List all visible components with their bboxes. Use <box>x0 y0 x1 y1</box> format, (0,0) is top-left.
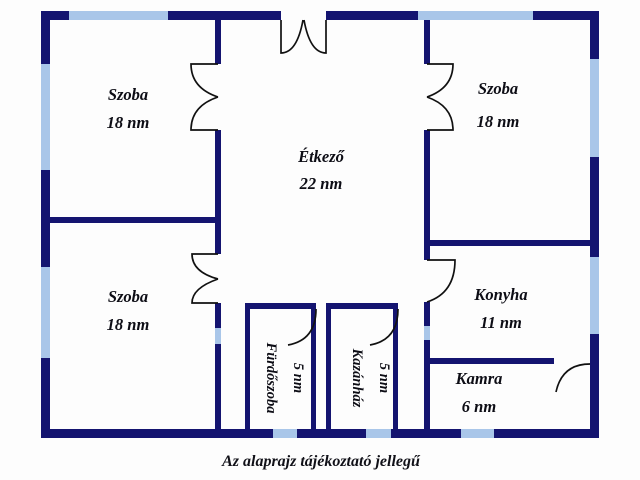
wall-left-seg-3 <box>41 358 50 438</box>
wall-interior-left-vert-mid <box>215 130 221 217</box>
wall-top-seg-2 <box>168 11 281 20</box>
room-area-kazanhaz: 5 nm <box>376 363 392 393</box>
door-swings <box>190 19 591 393</box>
exterior-walls <box>41 11 599 438</box>
wall-furdoszoba-top <box>245 303 316 309</box>
door-konyha <box>426 259 456 303</box>
wall-interior-right-vert-top <box>424 20 430 64</box>
plan-caption: Az alaprajz tájékoztató jellegű <box>221 453 421 470</box>
wall-kazanhaz-right <box>393 309 398 429</box>
wall-furdoszoba-right <box>311 309 316 429</box>
wall-bottom-seg-3 <box>391 429 461 438</box>
door-szoba-bl-bottom <box>191 278 219 304</box>
wall-left-seg-1 <box>41 11 50 64</box>
room-label-furdoszoba: Fürdőszoba <box>263 342 279 414</box>
wall-bottom-seg-1 <box>41 429 273 438</box>
door-szoba-tr-top <box>426 63 454 98</box>
window-left-2 <box>41 267 50 358</box>
wall-top-seg-3 <box>326 11 418 20</box>
room-area-konyha: 11 nm <box>480 313 522 332</box>
room-area-furdoszoba: 5 nm <box>290 363 306 393</box>
window-bottom-1 <box>273 429 297 438</box>
wall-interior-horiz-left <box>45 217 221 223</box>
door-szoba-tl-top <box>190 63 219 98</box>
door-szoba-tl-bottom <box>190 96 219 131</box>
room-label-etkezo: Étkező <box>297 147 346 166</box>
room-label-szoba-top-right: Szoba <box>478 79 518 98</box>
wall-top-seg-4 <box>533 11 599 20</box>
room-label-kamra: Kamra <box>455 369 503 388</box>
room-labels: Szoba 18 nm Szoba 18 nm Étkező 22 nm Szo… <box>107 79 528 416</box>
door-furdoszoba <box>287 308 317 346</box>
window-bottom-2 <box>366 429 391 438</box>
room-area-szoba-top-right: 18 nm <box>477 112 520 131</box>
room-label-konyha: Konyha <box>473 285 527 304</box>
wall-interior-left-vert-top <box>215 20 221 64</box>
room-label-szoba-bottom-left: Szoba <box>108 287 148 306</box>
window-bottom-3 <box>461 429 494 438</box>
window-top-1 <box>69 11 168 20</box>
window-left-1 <box>41 64 50 170</box>
window-right-1 <box>590 59 599 157</box>
room-label-szoba-top-left: Szoba <box>108 85 148 104</box>
room-area-etkezo: 22 nm <box>299 174 343 193</box>
wall-kazanhaz-left <box>326 309 331 429</box>
wall-right-seg-3 <box>590 334 599 438</box>
interior-walls <box>45 20 596 429</box>
wall-furdoszoba-left <box>245 303 250 429</box>
wall-interior-right-vert-low1 <box>424 246 430 260</box>
door-entrance-left <box>280 19 304 54</box>
wall-right-seg-2 <box>590 157 599 257</box>
room-area-szoba-bottom-left: 18 nm <box>107 315 150 334</box>
room-area-kamra: 6 nm <box>462 397 497 416</box>
wall-interior-left-vert-low1 <box>215 223 221 254</box>
wall-interior-left-vert-low2 <box>215 303 221 328</box>
wall-bottom-seg-4 <box>494 429 599 438</box>
door-entrance-right <box>303 19 327 54</box>
wall-bottom-seg-2 <box>297 429 366 438</box>
door-kazanhaz <box>369 308 399 346</box>
room-area-szoba-top-left: 18 nm <box>107 113 150 132</box>
window-right-2 <box>590 257 599 334</box>
wall-interior-konyha-kamra <box>430 358 554 364</box>
wall-interior-right-vert-low2 <box>424 302 430 326</box>
window-top-2 <box>418 11 533 20</box>
wall-interior-left-vert-low3 <box>215 344 221 429</box>
window-interior-left-low <box>215 328 221 344</box>
door-szoba-bl-top <box>191 253 219 280</box>
window-interior-right-low <box>424 326 430 340</box>
door-szoba-tr-bottom <box>426 96 454 131</box>
wall-kazanhaz-top <box>326 303 398 309</box>
wall-top-seg-1 <box>41 11 69 20</box>
wall-interior-right-vert-mid <box>424 130 430 240</box>
door-kamra <box>555 363 591 393</box>
wall-right-seg-1 <box>590 11 599 59</box>
wall-interior-right-vert-low3 <box>424 340 430 429</box>
room-label-kazanhaz: Kazánház <box>349 348 365 408</box>
wall-interior-horiz-right <box>424 240 596 246</box>
